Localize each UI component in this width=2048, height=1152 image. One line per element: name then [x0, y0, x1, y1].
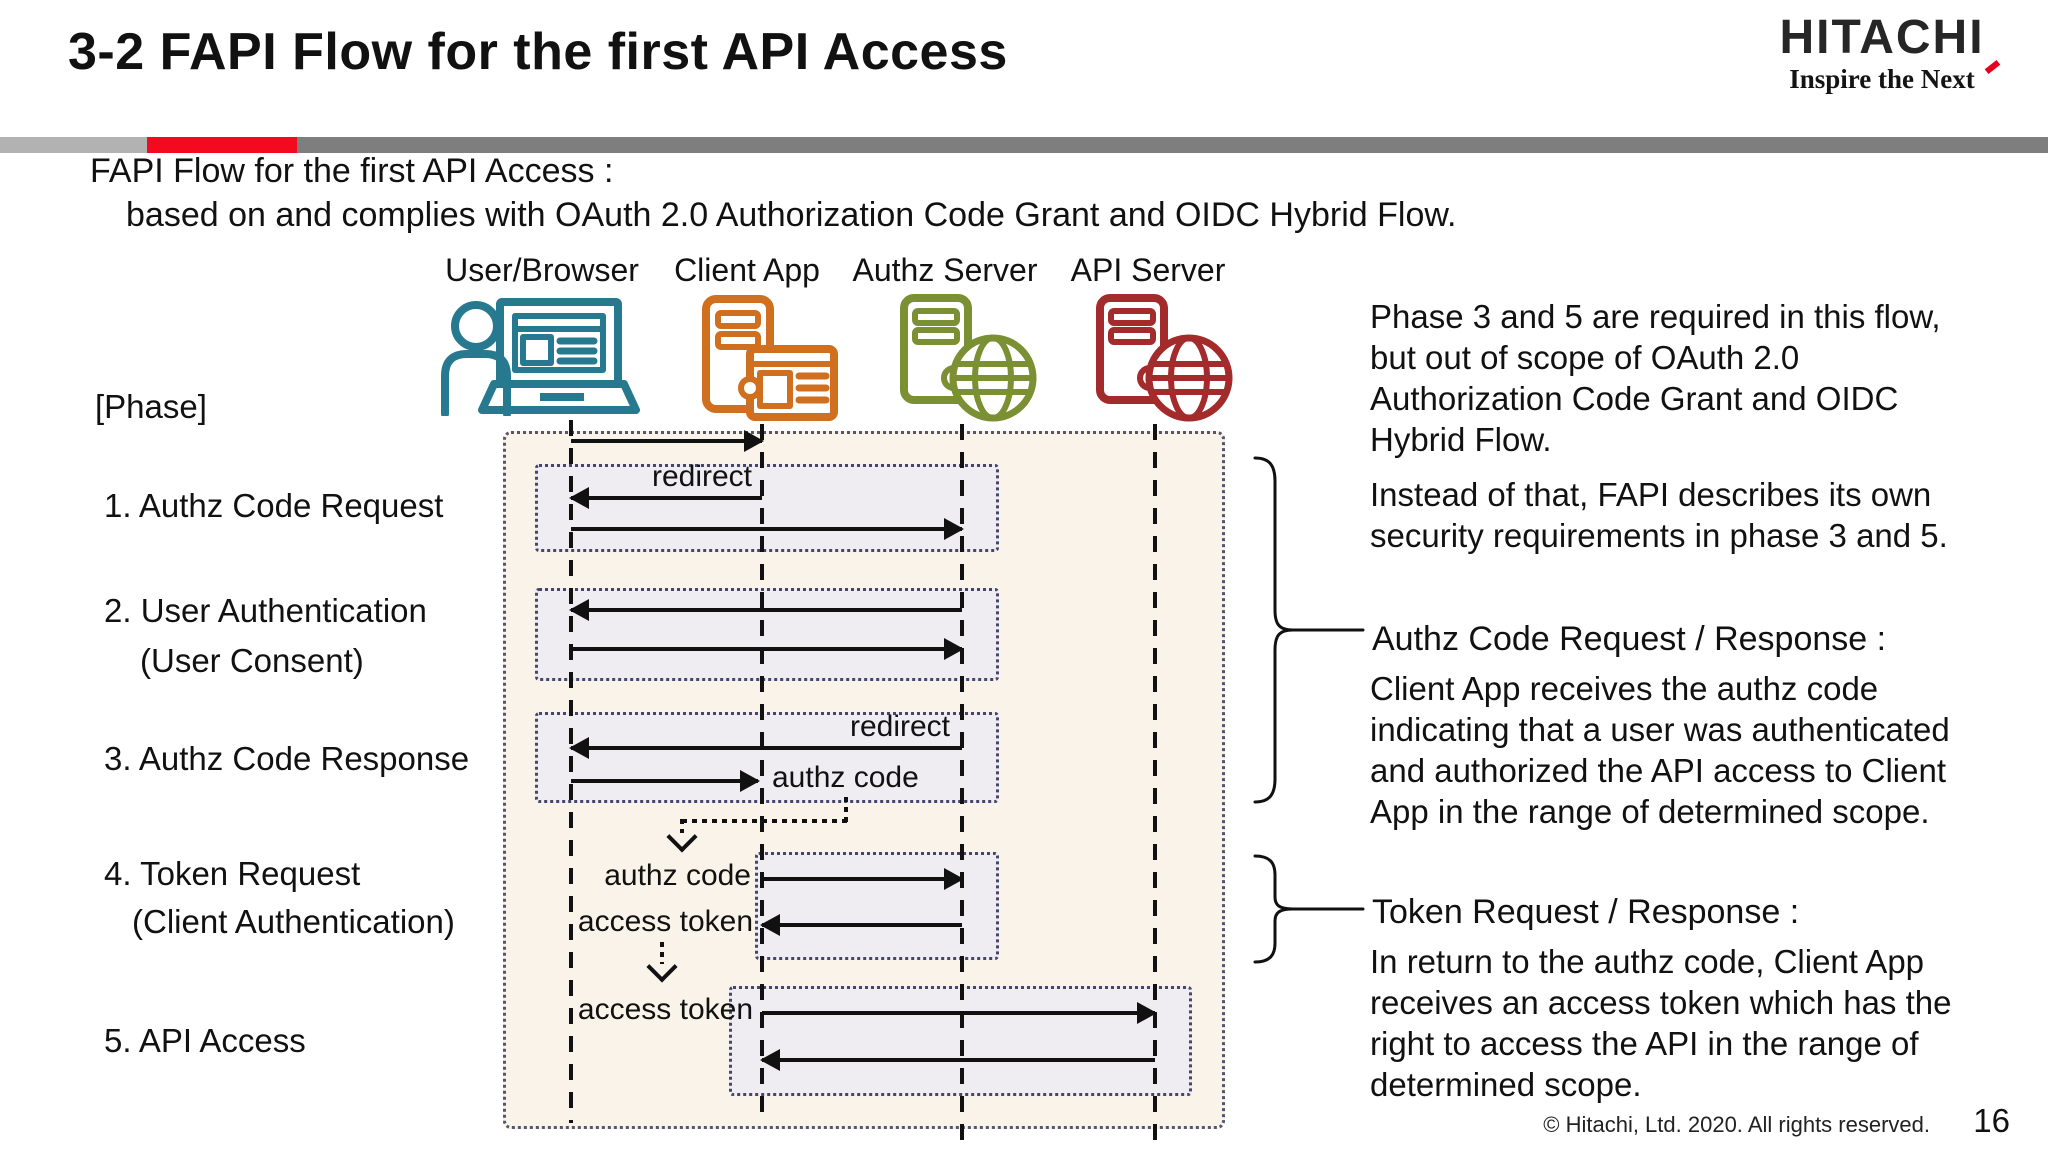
arrow-api-to-client-response	[760, 1049, 1155, 1071]
app-server-window-icon	[700, 294, 840, 424]
subtitle-line-2: based on and complies with OAuth 2.0 Aut…	[126, 196, 1457, 234]
arrow-user-to-authz-consent	[571, 638, 964, 660]
phase-3-box	[535, 712, 999, 803]
arrow-client-to-api-access	[762, 1002, 1157, 1024]
actor-label-api-server: API Server	[1070, 252, 1226, 288]
lifeline-user-browser	[569, 420, 573, 1123]
arrow-authz-to-user-redirect	[569, 737, 962, 759]
label-phase5-access-token: access token	[577, 993, 753, 1026]
page-number: 16	[1973, 1102, 2010, 1139]
note-instead-line: security requirements in phase 3 and 5.	[1370, 517, 1948, 554]
note-scope-line: Authorization Code Grant and OIDC	[1370, 380, 1899, 417]
arrow-authz-to-user-authn	[569, 599, 962, 621]
note-scope-line: but out of scope of OAuth 2.0	[1370, 339, 1800, 376]
label-phase4-authz-code: authz code	[604, 859, 751, 892]
authz-code-handoff-connector-drop	[680, 819, 684, 833]
arrow-user-to-authz-request	[571, 518, 964, 540]
hitachi-logo-wordmark: HITACHI	[1779, 11, 1985, 64]
note-token-body-line: In return to the authz code, Client App	[1370, 943, 1925, 980]
note-scope-line: Hybrid Flow.	[1370, 421, 1552, 458]
arrow-user-to-client-initial	[571, 430, 764, 452]
note-scope-line: Phase 3 and 5 are required in this flow,	[1370, 298, 1941, 335]
note-authz-body: Client App receives the authz code indic…	[1370, 668, 1950, 832]
note-token-body-line: determined scope.	[1370, 1066, 1642, 1103]
note-scope: Phase 3 and 5 are required in this flow,…	[1370, 296, 1941, 460]
note-authz-body-line: and authorized the API access to Client	[1370, 752, 1947, 789]
lifeline-authz-server	[960, 424, 964, 1150]
note-instead-line: Instead of that, FAPI describes its own	[1370, 476, 1932, 513]
note-authz-heading: Authz Code Request / Response :	[1372, 620, 1887, 658]
page-title: 3-2 FAPI Flow for the first API Access	[68, 23, 1008, 81]
accent-bar-red-segment	[147, 137, 297, 153]
phase-2-label: 2. User Authentication	[104, 592, 427, 629]
phase-2-sublabel: (User Consent)	[140, 642, 364, 679]
actor-label-user-browser: User/Browser	[445, 252, 639, 288]
authz-code-handoff-connector-horizontal	[682, 819, 848, 823]
accent-bar-gray-segment	[297, 137, 2048, 153]
phase-4-sublabel: (Client Authentication)	[132, 903, 455, 940]
note-authz-body-line: App in the range of determined scope.	[1370, 793, 1930, 830]
actor-label-authz-server: Authz Server	[852, 252, 1038, 288]
note-token-heading: Token Request / Response :	[1372, 893, 1800, 931]
note-instead: Instead of that, FAPI describes its own …	[1370, 474, 1948, 556]
phase-column-header: [Phase]	[95, 388, 207, 425]
lifeline-api-server	[1153, 424, 1157, 1150]
hitachi-logo-tagline: Inspire the Next	[1789, 64, 1975, 94]
subtitle-line-1: FAPI Flow for the first API Access :	[90, 152, 614, 190]
authz-code-handoff-connector-vertical	[844, 797, 848, 823]
phase-3-label: 3. Authz Code Response	[104, 740, 470, 777]
note-token-body-line: receives an access token which has the	[1370, 984, 1952, 1021]
label-phase1-redirect: redirect	[651, 460, 753, 493]
phase-1-box	[535, 464, 999, 552]
note-token-body: In return to the authz code, Client App …	[1370, 941, 1951, 1105]
arrow-authz-to-client-token-response	[760, 914, 962, 936]
server-globe-icon	[1094, 294, 1234, 424]
accent-bar-light-segment	[0, 137, 147, 153]
phase-1-label: 1. Authz Code Request	[104, 487, 444, 524]
brace-phase-4	[1253, 853, 1365, 965]
brace-phases-1-to-3	[1253, 455, 1365, 805]
server-globe-icon	[898, 294, 1038, 424]
note-authz-body-line: indicating that a user was authenticated	[1370, 711, 1950, 748]
hitachi-logo: HITACHI Inspire the Next	[1742, 12, 2022, 94]
arrow-user-to-client-authz-code	[571, 770, 760, 792]
note-authz-body-line: Client App receives the authz code	[1370, 670, 1879, 707]
label-phase3-authz-code: authz code	[772, 761, 919, 794]
phase-5-label: 5. API Access	[104, 1022, 306, 1059]
lifeline-client-app	[760, 424, 764, 1123]
access-token-handoff-connector-vertical	[660, 942, 664, 964]
note-token-body-line: right to access the API in the range of	[1370, 1025, 1919, 1062]
phase-2-box	[535, 588, 999, 681]
person-laptop-icon	[436, 296, 641, 416]
actor-label-client-app: Client App	[674, 252, 820, 288]
label-phase3-redirect: redirect	[849, 710, 950, 743]
arrow-client-to-authz-token-request	[762, 868, 964, 890]
phase-4-label: 4. Token Request	[104, 855, 361, 892]
label-phase4-access-token: access token	[577, 905, 753, 938]
arrow-client-to-user-redirect	[569, 487, 762, 509]
copyright-text: © Hitachi, Ltd. 2020. All rights reserve…	[1543, 1112, 1930, 1137]
